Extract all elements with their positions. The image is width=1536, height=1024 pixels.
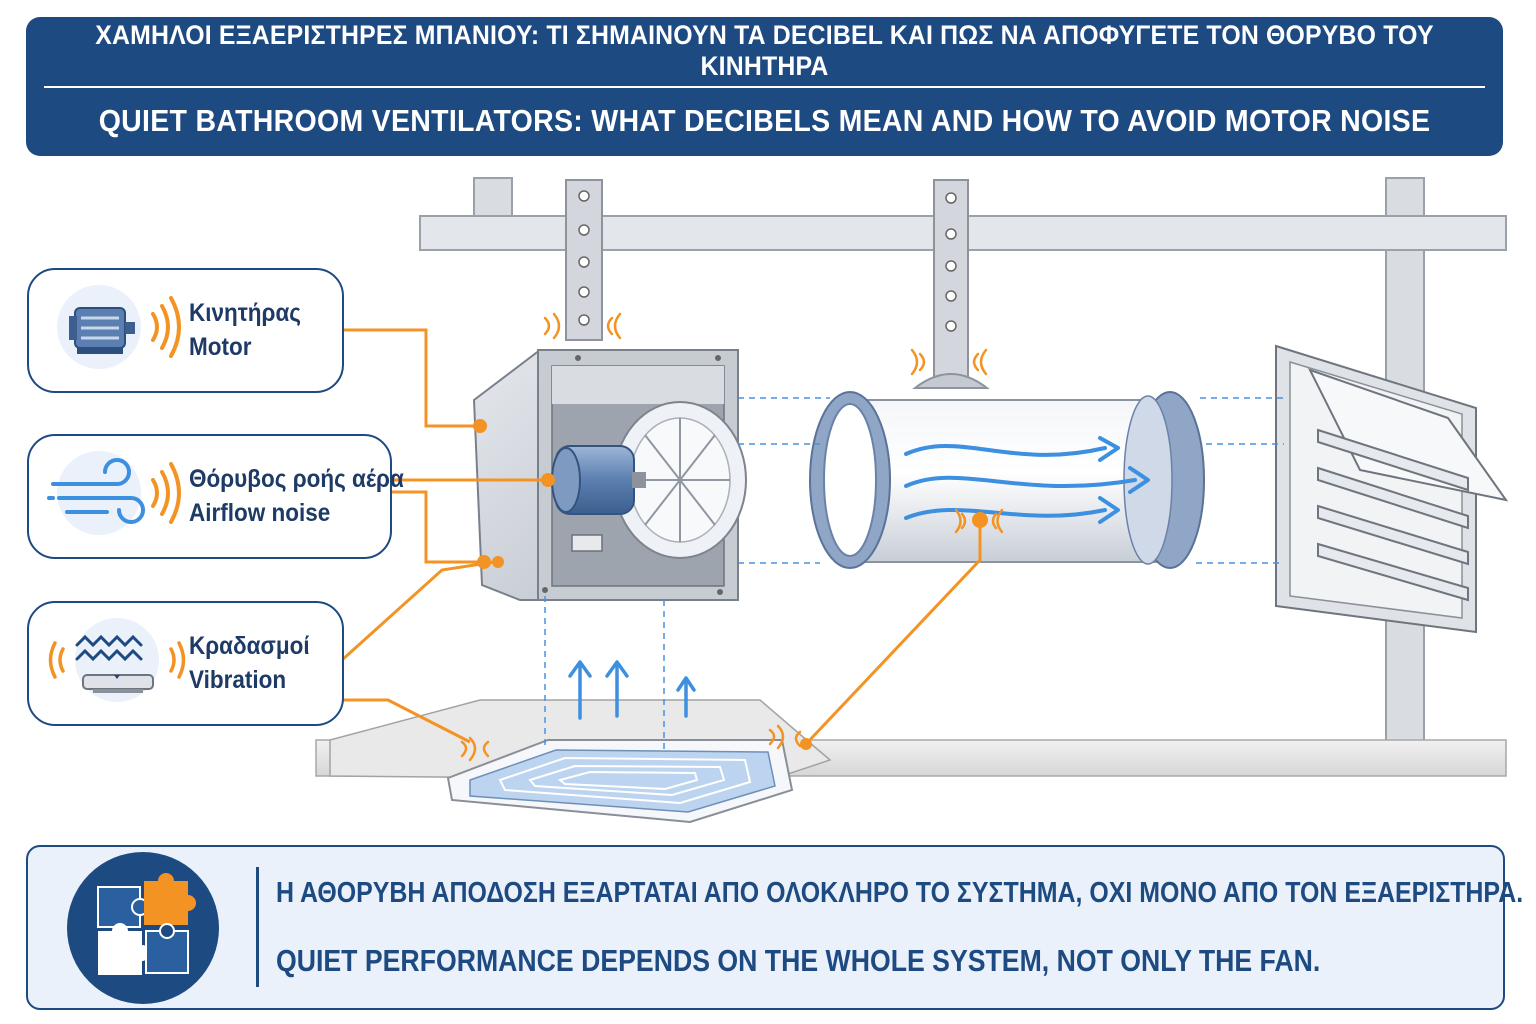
callout-motor: Κινητήρας Motor [27, 268, 344, 393]
motor-label-english: Motor [189, 333, 252, 361]
hanger-strap-right [912, 179, 990, 389]
title-english: QUIET BATHROOM VENTILATORS: WHAT DECIBEL… [98, 103, 1431, 138]
motor-label-greek: Κινητήρας [189, 299, 302, 327]
motor-icon [57, 285, 181, 369]
key-message-panel: Η ΑΘΟΡΥΒΗ ΑΠΟΔΟΣΗ ΕΞΑΡΤΑΤΑΙ ΑΠΟ ΟΛΟΚΛΗΡΟ… [26, 845, 1523, 1010]
callout-vibration: Κραδασμοί Vibration [27, 601, 344, 726]
vibration-label-greek: Κραδασμοί [189, 632, 310, 660]
title-divider [44, 86, 1485, 88]
title-greek: ΧΑΜΗΛΟΙ ΕΞΑΕΡΙΣΤΗΡΕΣ ΜΠΑΝΙΟΥ: ΤΙ ΣΗΜΑΙΝΟ… [95, 20, 1434, 81]
airflow-label-english: Airflow noise [189, 499, 331, 527]
motor [551, 445, 646, 552]
exhaust-airflow-arrows [568, 660, 696, 720]
wind-icon [47, 451, 181, 535]
exterior-wall-vent [1275, 344, 1509, 634]
callout-dots [473, 419, 988, 750]
vibration-icon [48, 618, 186, 702]
title-banner: ΧΑΜΗΛΟΙ ΕΞΑΕΡΙΣΤΗΡΕΣ ΜΠΑΝΙΟΥ: ΤΙ ΣΗΜΑΙΝΟ… [26, 17, 1503, 156]
footer-message-greek: Η ΑΘΟΡΥΒΗ ΑΠΟΔΟΣΗ ΕΞΑΡΤΑΤΑΙ ΑΠΟ ΟΛΟΚΛΗΡΟ… [276, 877, 1524, 909]
puzzle-icon [67, 852, 219, 1004]
footer-divider [256, 867, 259, 987]
callout-leaders [340, 328, 982, 746]
blower-wheel [613, 401, 747, 559]
airflow-arrows [904, 436, 1150, 524]
callout-airflow-noise: Θόρυβος ροής αέρα Airflow noise [27, 434, 404, 559]
hanger-strap-left [565, 179, 603, 341]
alignment-guides [544, 397, 1284, 750]
vibration-marks [460, 312, 1004, 762]
inline-duct [809, 391, 1205, 569]
ceiling-grille [446, 739, 794, 824]
footer-message-english: QUIET PERFORMANCE DEPENDS ON THE WHOLE S… [276, 943, 1321, 978]
airflow-label-greek: Θόρυβος ροής αέρα [189, 465, 404, 493]
vibration-label-english: Vibration [189, 666, 287, 694]
